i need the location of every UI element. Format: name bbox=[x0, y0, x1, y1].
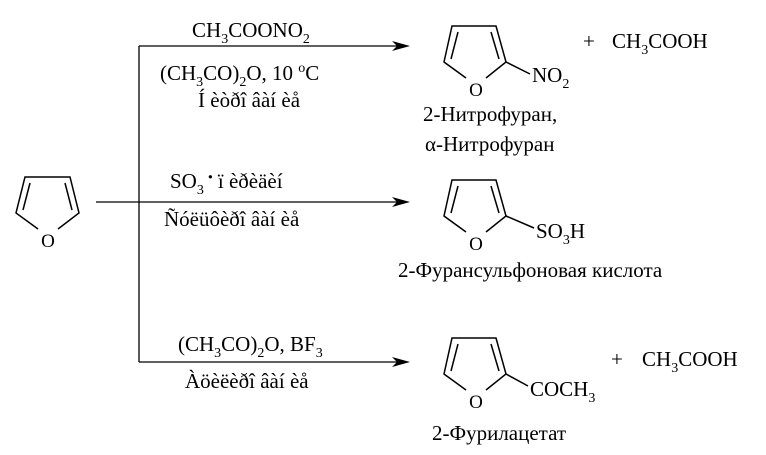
arrow-2-head bbox=[392, 197, 410, 207]
acetylfuran-structure: O COCH3 bbox=[443, 337, 595, 413]
nitrofuran-double-bond-left bbox=[450, 31, 459, 60]
reaction-3-plus-sign: + bbox=[611, 347, 623, 371]
reaction-1-byproduct: CH3COOH bbox=[612, 29, 708, 58]
furansulfonic-acid-name: 2-Фурансульфоновая кислота bbox=[398, 258, 663, 282]
acetylfuran-substituent-bond bbox=[505, 373, 529, 387]
nitrofuran-ring-bonds bbox=[443, 25, 507, 79]
furansulfonic-double-bond-right bbox=[490, 185, 500, 214]
arrow-3-head bbox=[392, 357, 410, 367]
furansulfonic-double-bond-left bbox=[450, 185, 459, 214]
nitrofuran-structure: O NO2 bbox=[443, 25, 569, 101]
nitrofuran-alt-name: α-Нитрофуран bbox=[425, 132, 555, 156]
reaction-arrows bbox=[96, 41, 410, 367]
acetylfuran-name: 2-Фурилацетат bbox=[432, 421, 566, 445]
reaction-1-plus-sign: + bbox=[583, 29, 595, 53]
reaction-1-method-label: Í èòðî âàí èå bbox=[198, 88, 301, 112]
furan-double-bond-right bbox=[64, 182, 73, 211]
furan-ring-bonds bbox=[15, 176, 80, 230]
furansulfonic-substituent: SO3H bbox=[536, 219, 585, 248]
reaction-3-byproduct: CH3COOH bbox=[642, 347, 738, 376]
arrow-1-head bbox=[392, 41, 410, 51]
nitrofuran-double-bond-right bbox=[490, 31, 500, 60]
acetylfuran-double-bond-right bbox=[490, 343, 500, 372]
furansulfonic-substituent-bond bbox=[505, 215, 535, 229]
acetylfuran-ring-bonds bbox=[443, 337, 507, 391]
furansulfonic-acid-structure: O SO3H bbox=[443, 179, 585, 255]
furan-reactant-structure: O bbox=[15, 176, 80, 252]
acetylfuran-double-bond-left bbox=[450, 343, 459, 372]
furansulfonic-ring-oxygen: O bbox=[469, 234, 483, 255]
acetylfuran-substituent: COCH3 bbox=[530, 377, 595, 406]
reaction-3-method-label: Àöèëèðî âàí èå bbox=[185, 369, 309, 393]
nitrofuran-ring-oxygen: O bbox=[469, 80, 483, 101]
reaction-1-reagent: CH3COONO2 bbox=[192, 18, 310, 47]
reaction-1-conditions: (CH3CO)2O, 10 oC bbox=[160, 61, 319, 90]
reaction-3-reagent: (CH3CO)2O, BF3 bbox=[178, 332, 323, 361]
nitrofuran-substituent-bond bbox=[505, 61, 531, 75]
reaction-2-reagent: SO3·ï èðèäèí bbox=[170, 165, 283, 198]
furan-double-bond-left bbox=[22, 182, 31, 211]
reaction-2-method-label: Ñóëüôèðî âàí èå bbox=[164, 207, 300, 231]
furan-ring-oxygen: O bbox=[41, 231, 55, 252]
nitrofuran-substituent: NO2 bbox=[532, 63, 569, 92]
acetylfuran-ring-oxygen: O bbox=[469, 392, 483, 413]
furansulfonic-ring-bonds bbox=[443, 179, 507, 233]
nitrofuran-name: 2-Нитрофуран, bbox=[423, 102, 557, 126]
